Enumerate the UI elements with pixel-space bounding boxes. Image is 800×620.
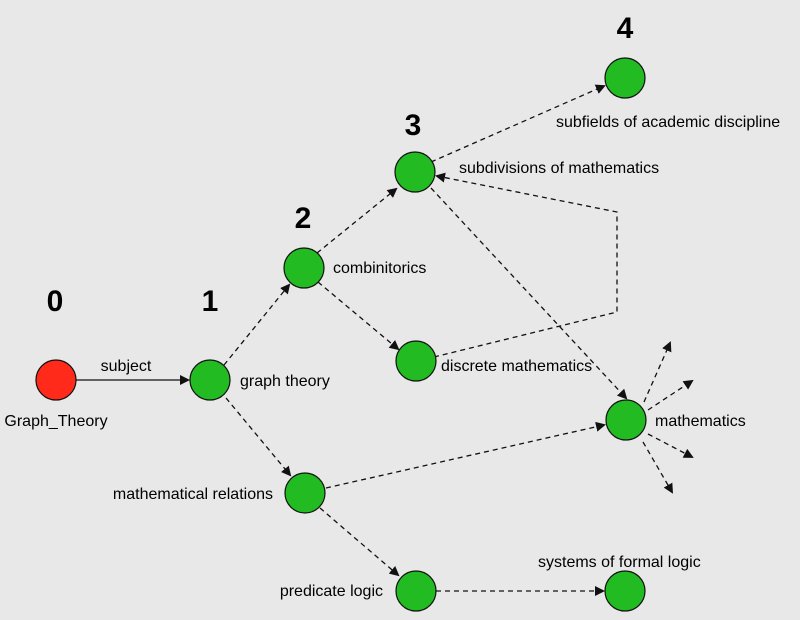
node-label-formal-logic: systems of formal logic	[538, 554, 701, 571]
node-graph-theory[interactable]	[189, 359, 231, 401]
node-label-combinitorics: combinitorics	[333, 260, 426, 277]
edge-label-subject: subject	[101, 358, 152, 375]
edge-mathematics-out-2	[647, 379, 694, 411]
edge-subdivisions-mathematics	[430, 187, 628, 400]
edge-mathematics-out-1	[643, 341, 672, 403]
edge-graph-theory-mathematical-relations	[225, 397, 292, 477]
node-label-mathematics: mathematics	[655, 413, 746, 430]
node-mathematics[interactable]	[605, 399, 647, 441]
edge-graph-theory-combinitorics	[223, 283, 291, 366]
node-label-root: Graph_Theory	[4, 413, 107, 430]
edge-mathematics-out-3	[647, 433, 694, 458]
level-2-label: 2	[295, 202, 312, 235]
edge-discrete-subdivisions	[433, 172, 618, 358]
edge-combinitorics-discrete	[317, 281, 400, 351]
node-label-subfields: subfields of academic discipline	[556, 114, 780, 131]
node-label-mathematical-relations: mathematical relations	[113, 486, 273, 503]
node-label-graph-theory: graph theory	[240, 373, 330, 390]
node-formal-logic[interactable]	[604, 570, 646, 612]
edge-combinitorics-subdivisions	[316, 187, 398, 254]
node-subdivisions[interactable]	[394, 151, 436, 193]
edge-mathematical-relations-mathematics	[325, 421, 606, 489]
node-label-subdivisions: subdivisions of mathematics	[459, 160, 659, 177]
level-1-label: 1	[202, 285, 219, 318]
node-discrete[interactable]	[395, 340, 437, 382]
level-4-label: 4	[617, 12, 634, 45]
level-0-label: 0	[47, 285, 64, 318]
node-subfields[interactable]	[604, 57, 646, 99]
node-combinitorics[interactable]	[283, 247, 325, 289]
node-root[interactable]	[35, 359, 77, 401]
edge-mathematics-out-4	[642, 441, 674, 494]
level-3-label: 3	[405, 109, 422, 142]
node-label-predicate-logic: predicate logic	[280, 583, 383, 600]
node-predicate-logic[interactable]	[395, 570, 437, 612]
edge-mathematical-relations-predicate-logic	[319, 507, 400, 577]
edge-subdivisions-subfields	[430, 84, 606, 163]
node-mathematical-relations[interactable]	[284, 472, 326, 514]
node-label-discrete: discrete mathematics	[441, 358, 592, 375]
